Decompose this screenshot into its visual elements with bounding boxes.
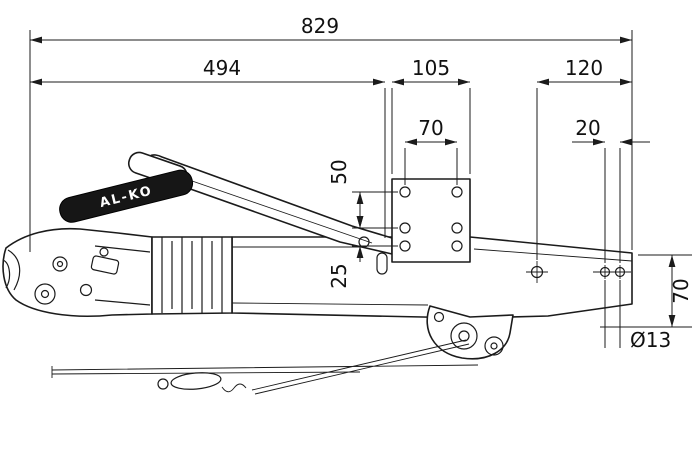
flange-plate-outline — [391, 178, 471, 263]
dimension-25: 25 — [327, 212, 398, 289]
brake-lever-pivots — [433, 311, 504, 356]
flange-plate — [391, 178, 471, 263]
dimension-hole-diameter: Ø13 — [604, 280, 671, 352]
rear-holes-centerline — [593, 265, 631, 279]
coupling-head-holes — [34, 247, 109, 305]
dim-70-right-extension-lines — [600, 254, 692, 328]
handle-body — [59, 169, 194, 223]
dim-70-top-label: 70 — [418, 116, 443, 140]
breakaway-cable — [51, 339, 479, 395]
dimension-494: 494 — [30, 56, 386, 238]
dimension-50: 50 — [327, 159, 398, 229]
cable-ring — [157, 378, 169, 390]
dimension-70-top: 70 — [404, 116, 458, 185]
dim-829-extension-lines — [29, 30, 633, 252]
dimension-overall-829: 829 — [29, 14, 633, 252]
coupling-release-handle: AL-KO — [59, 169, 194, 223]
dim-dia13-leader-lines — [604, 280, 621, 348]
dimension-20: 20 — [572, 116, 650, 263]
cable-hook — [170, 372, 222, 390]
dim-50-extension-lines — [352, 191, 398, 229]
dim-105-label: 105 — [412, 56, 450, 80]
dim-120-label: 120 — [565, 56, 603, 80]
bellows-pleats — [161, 237, 223, 313]
dim-494-label: 494 — [203, 56, 241, 80]
dim-20-label: 20 — [575, 116, 600, 140]
dim-50-label: 50 — [327, 159, 351, 184]
flange-bolt-holes — [399, 186, 463, 252]
drawbar-housing — [231, 236, 633, 319]
coupling-head — [2, 227, 153, 318]
brake-lever-assembly — [426, 305, 514, 360]
dim-70-right-label: 70 — [669, 278, 693, 303]
cross-hole-centerlines — [526, 261, 548, 283]
dim-829-label: 829 — [301, 14, 339, 38]
housing-outline — [231, 236, 633, 319]
cable-lines — [51, 339, 479, 395]
coupling-head-outline — [2, 227, 153, 318]
dimension-105: 105 — [391, 56, 471, 174]
dim-dia13-label: Ø13 — [630, 328, 671, 352]
mounting-holes — [526, 261, 631, 283]
dim-70-top-extension-lines — [404, 148, 458, 185]
dimension-70-right: 70 — [600, 254, 693, 328]
dim-20-extension-lines — [604, 148, 621, 263]
lever-pivot — [358, 236, 370, 248]
coupling-latch — [90, 255, 120, 275]
bellows — [151, 236, 233, 315]
ball-socket-curves — [2, 245, 151, 306]
housing-slot — [376, 252, 388, 275]
dim-105-extension-lines — [391, 88, 471, 174]
dimension-120: 120 — [536, 56, 632, 260]
dim-25-label: 25 — [327, 263, 351, 288]
lever-inner-line — [165, 171, 373, 244]
